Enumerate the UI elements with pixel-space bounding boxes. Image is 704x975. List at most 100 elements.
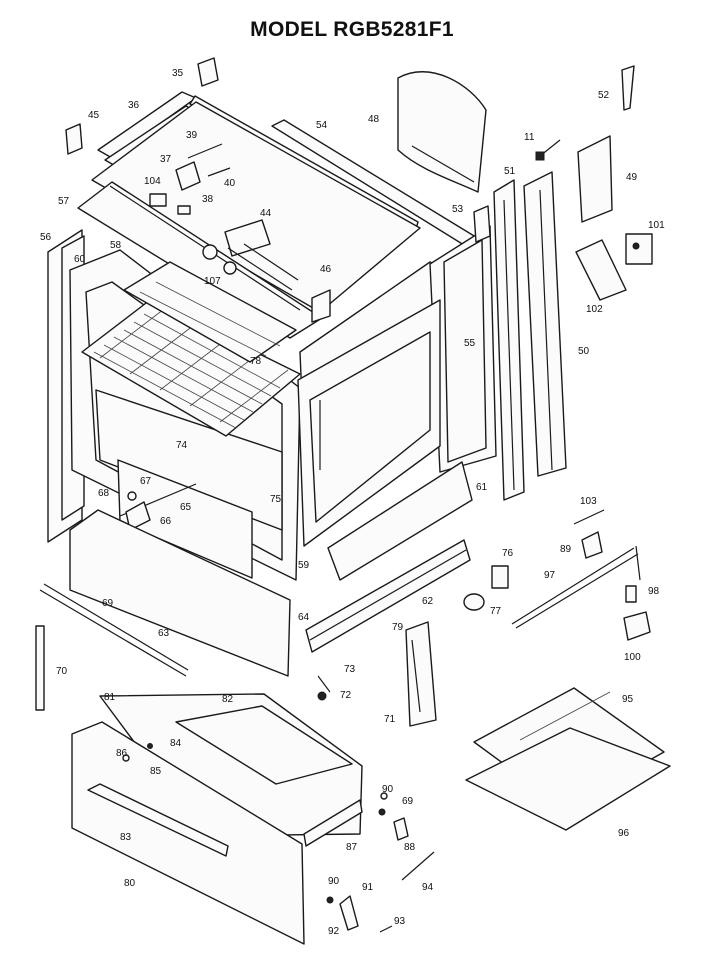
part-hinge-35 xyxy=(197,57,219,87)
callout-68: 68 xyxy=(98,488,110,499)
callout-57: 57 xyxy=(58,196,70,207)
callout-50: 50 xyxy=(578,346,590,357)
callout-90b: 90 xyxy=(328,876,340,887)
callout-80: 80 xyxy=(124,878,136,889)
part-right-side-panel xyxy=(429,225,497,473)
part-bracket-53 xyxy=(473,205,491,243)
callout-54: 54 xyxy=(316,120,328,131)
part-drawer-front-80 xyxy=(71,721,305,945)
part-bracket-45 xyxy=(65,123,83,155)
callout-86: 86 xyxy=(116,748,128,759)
part-connector-98 xyxy=(625,585,637,603)
callout-84: 84 xyxy=(170,738,182,749)
callout-91: 91 xyxy=(362,882,374,893)
callout-89: 89 xyxy=(560,544,572,555)
callout-39: 39 xyxy=(186,130,198,141)
callout-96: 96 xyxy=(618,828,630,839)
callout-59: 59 xyxy=(298,560,310,571)
callout-40: 40 xyxy=(224,178,236,189)
callout-64: 64 xyxy=(298,612,310,623)
callout-62: 62 xyxy=(422,596,434,607)
callout-101: 101 xyxy=(648,220,665,231)
part-ignitor-76 xyxy=(491,565,509,589)
callout-46: 46 xyxy=(320,264,332,275)
callout-85: 85 xyxy=(150,766,162,777)
callout-81: 81 xyxy=(104,692,116,703)
part-bracket-46 xyxy=(311,289,331,323)
callout-79: 79 xyxy=(392,622,404,633)
callout-74: 74 xyxy=(176,440,188,451)
part-backguard xyxy=(397,71,487,193)
part-lower-rail-62 xyxy=(305,539,471,653)
part-fitting-103 xyxy=(573,509,605,525)
callout-69b: 69 xyxy=(402,796,414,807)
part-clip-52 xyxy=(621,65,635,111)
callout-69: 69 xyxy=(102,598,114,609)
callout-65: 65 xyxy=(180,502,192,513)
part-small-hardware xyxy=(122,743,435,933)
callout-70: 70 xyxy=(56,666,68,677)
callout-52: 52 xyxy=(598,90,610,101)
part-leveler-73 xyxy=(317,675,331,701)
part-base-panel-63 xyxy=(69,509,291,677)
callout-56: 56 xyxy=(40,232,52,243)
part-drawer-body-82 xyxy=(99,693,363,837)
callout-98: 98 xyxy=(648,586,660,597)
part-oven-liner xyxy=(297,299,441,547)
callout-97: 97 xyxy=(544,570,556,581)
part-bulb-77 xyxy=(463,593,485,611)
callout-63: 63 xyxy=(158,628,170,639)
callout-71: 71 xyxy=(384,714,396,725)
diagram-title: MODEL RGB5281F1 xyxy=(250,18,454,41)
callout-87: 87 xyxy=(346,842,358,853)
part-bracket-49 xyxy=(577,135,613,223)
part-rod-69 xyxy=(39,583,189,677)
part-broiler-burner xyxy=(119,483,197,531)
callout-102: 102 xyxy=(586,304,603,315)
part-strip-70 xyxy=(35,625,45,711)
part-bracket-102 xyxy=(575,239,627,301)
part-burner-valves xyxy=(149,143,299,291)
callout-49: 49 xyxy=(626,172,638,183)
part-switch-101 xyxy=(625,233,653,265)
callout-107: 107 xyxy=(204,276,221,287)
part-gas-tube-97 xyxy=(511,545,641,629)
callout-73: 73 xyxy=(344,664,356,675)
callout-82: 82 xyxy=(222,694,234,705)
callout-44: 44 xyxy=(260,208,272,219)
part-oven-rack xyxy=(81,299,301,437)
part-drawer-slide-87 xyxy=(303,799,363,847)
callout-76: 76 xyxy=(502,548,514,559)
callout-38: 38 xyxy=(202,194,214,205)
callout-72: 72 xyxy=(340,690,352,701)
callout-53: 53 xyxy=(452,204,464,215)
callout-60: 60 xyxy=(74,254,86,265)
callout-100: 100 xyxy=(624,652,641,663)
part-kick-panel-61 xyxy=(327,461,473,581)
callout-92: 92 xyxy=(328,926,340,937)
part-bracket-100 xyxy=(623,611,651,641)
part-upper-rack xyxy=(123,261,297,363)
part-broiler-grid-96 xyxy=(465,727,671,831)
callout-45: 45 xyxy=(88,110,100,121)
callout-36: 36 xyxy=(128,100,140,111)
part-screw-11 xyxy=(535,139,561,161)
part-side-trim-50 xyxy=(523,171,567,477)
callout-67: 67 xyxy=(140,476,152,487)
callout-35: 35 xyxy=(172,68,184,79)
callout-66: 66 xyxy=(160,516,172,527)
callout-labels: 35 36 45 39 37 40 104 38 57 44 56 58 107… xyxy=(40,68,665,937)
callout-48: 48 xyxy=(368,114,380,125)
callout-83: 83 xyxy=(120,832,132,843)
callout-88: 88 xyxy=(404,842,416,853)
callout-55: 55 xyxy=(464,338,476,349)
part-valve-89 xyxy=(581,531,603,559)
callout-94: 94 xyxy=(422,882,434,893)
callout-78: 78 xyxy=(250,356,262,367)
callout-93: 93 xyxy=(394,916,406,927)
callout-51: 51 xyxy=(504,166,516,177)
callout-103: 103 xyxy=(580,496,597,507)
callout-77: 77 xyxy=(490,606,502,617)
part-hinge-79 xyxy=(405,621,437,727)
